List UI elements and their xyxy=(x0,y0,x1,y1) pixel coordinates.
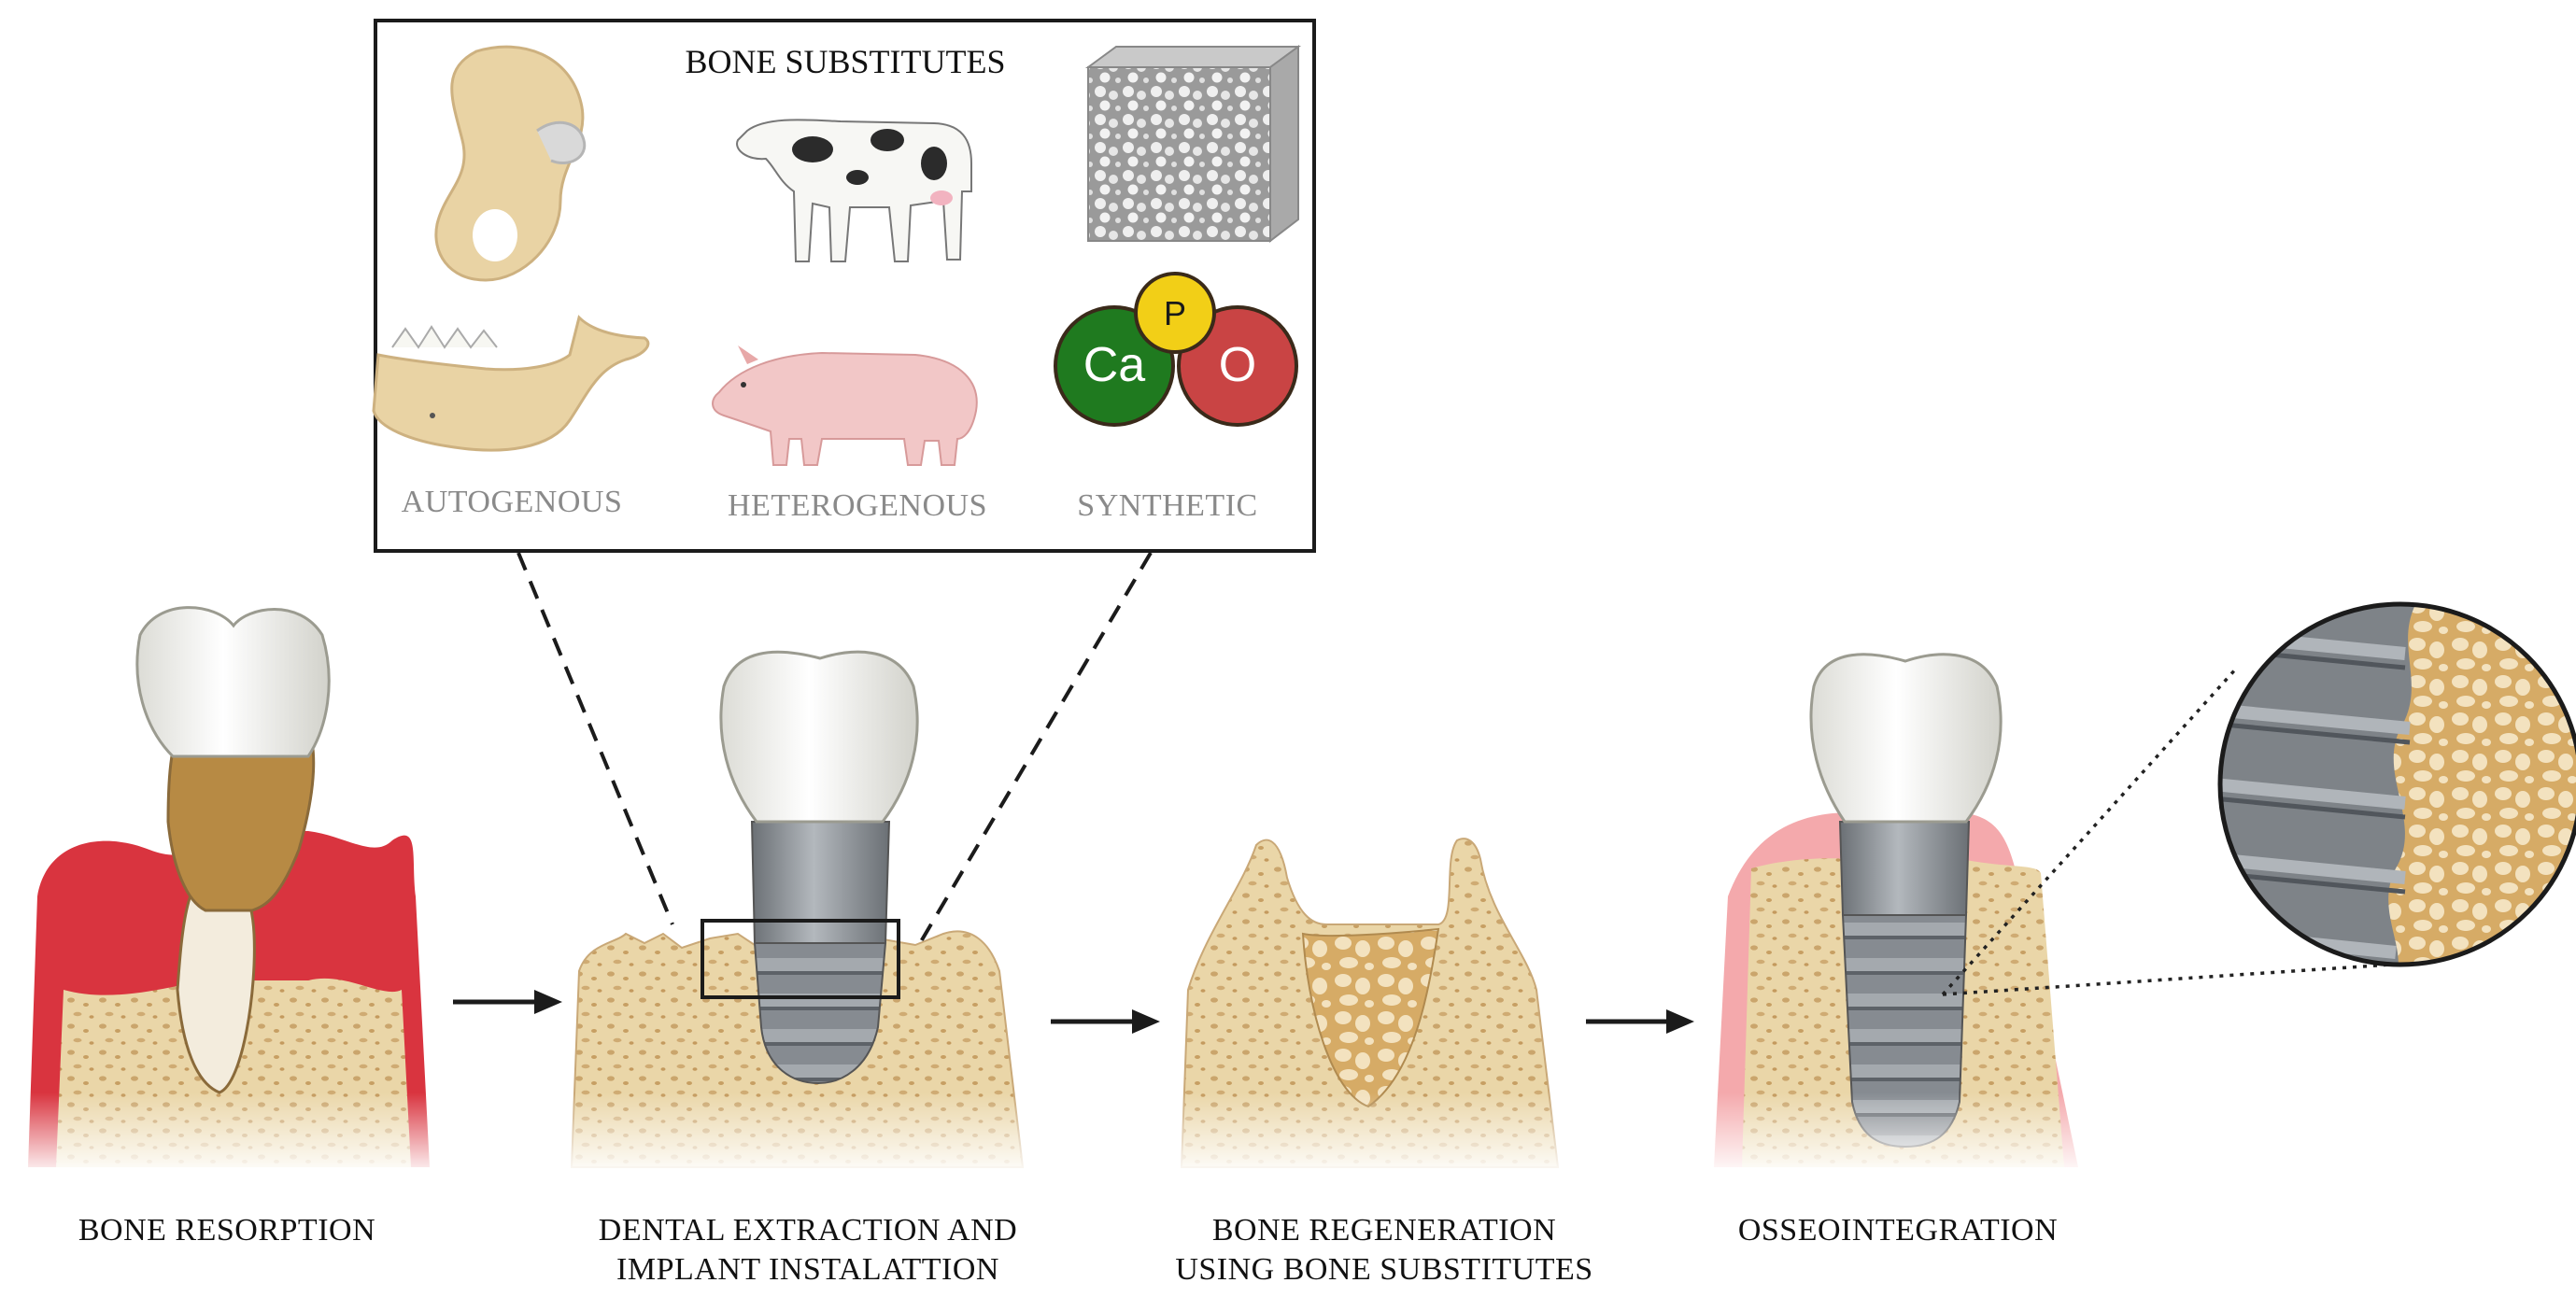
arrow-right-icon-2 xyxy=(1051,1009,1160,1034)
mandible-icon xyxy=(372,315,650,452)
zoom-box xyxy=(701,919,900,999)
stage-implant-installation-illustration xyxy=(560,650,1037,1177)
calcium-phosphate-molecule-icon: Ca O P xyxy=(1054,272,1298,427)
caption-regeneration-line2: USING BONE SUBSTITUTES xyxy=(1175,1252,1592,1287)
caption-implant-line2: IMPLANT INSTALATTION xyxy=(616,1252,999,1287)
caption-implant-line1: DENTAL EXTRACTION AND xyxy=(599,1213,1017,1248)
hip-bone-icon xyxy=(434,45,587,282)
process-arrows xyxy=(453,990,1694,1034)
caption-osseointegration: OSSEOINTEGRATION xyxy=(1738,1213,2058,1248)
oxygen-label: O xyxy=(1219,338,1256,392)
stage-bone-regeneration-illustration xyxy=(1172,838,1574,1177)
osseointegration-magnifier xyxy=(2217,601,2576,967)
category-synthetic: SYNTHETIC xyxy=(1077,488,1257,523)
pig-icon xyxy=(712,345,978,466)
calcium-label: Ca xyxy=(1083,338,1146,392)
bone-substitutes-panel: BONE SUBSTITUTES AUTOGENOUS xyxy=(372,19,1316,553)
magnifier-line-bottom xyxy=(1942,963,2392,996)
phosphorus-atom-icon xyxy=(1134,272,1216,354)
arrow-right-icon-3 xyxy=(1586,1009,1694,1034)
stage-osseointegration-illustration xyxy=(1705,653,2097,1177)
caption-bone-resorption: BONE RESORPTION xyxy=(78,1213,375,1248)
zoom-line-left xyxy=(517,552,674,925)
stage-bone-resorption-illustration xyxy=(19,606,448,1177)
arrow-right-icon-1 xyxy=(453,990,562,1014)
phosphorus-label: P xyxy=(1164,294,1186,332)
category-heterogenous: HETEROGENOUS xyxy=(728,488,987,523)
zoom-line-right xyxy=(918,551,1153,945)
category-autogenous: AUTOGENOUS xyxy=(402,485,623,519)
cow-icon xyxy=(736,119,972,262)
porous-scaffold-icon xyxy=(1084,45,1302,244)
magnifier-line-top xyxy=(1941,666,2239,996)
caption-regeneration-line1: BONE REGENERATION xyxy=(1212,1213,1556,1248)
panel-title: BONE SUBSTITUTES xyxy=(685,43,1005,80)
stage-captions: BONE RESORPTION DENTAL EXTRACTION AND IM… xyxy=(78,1213,2058,1287)
